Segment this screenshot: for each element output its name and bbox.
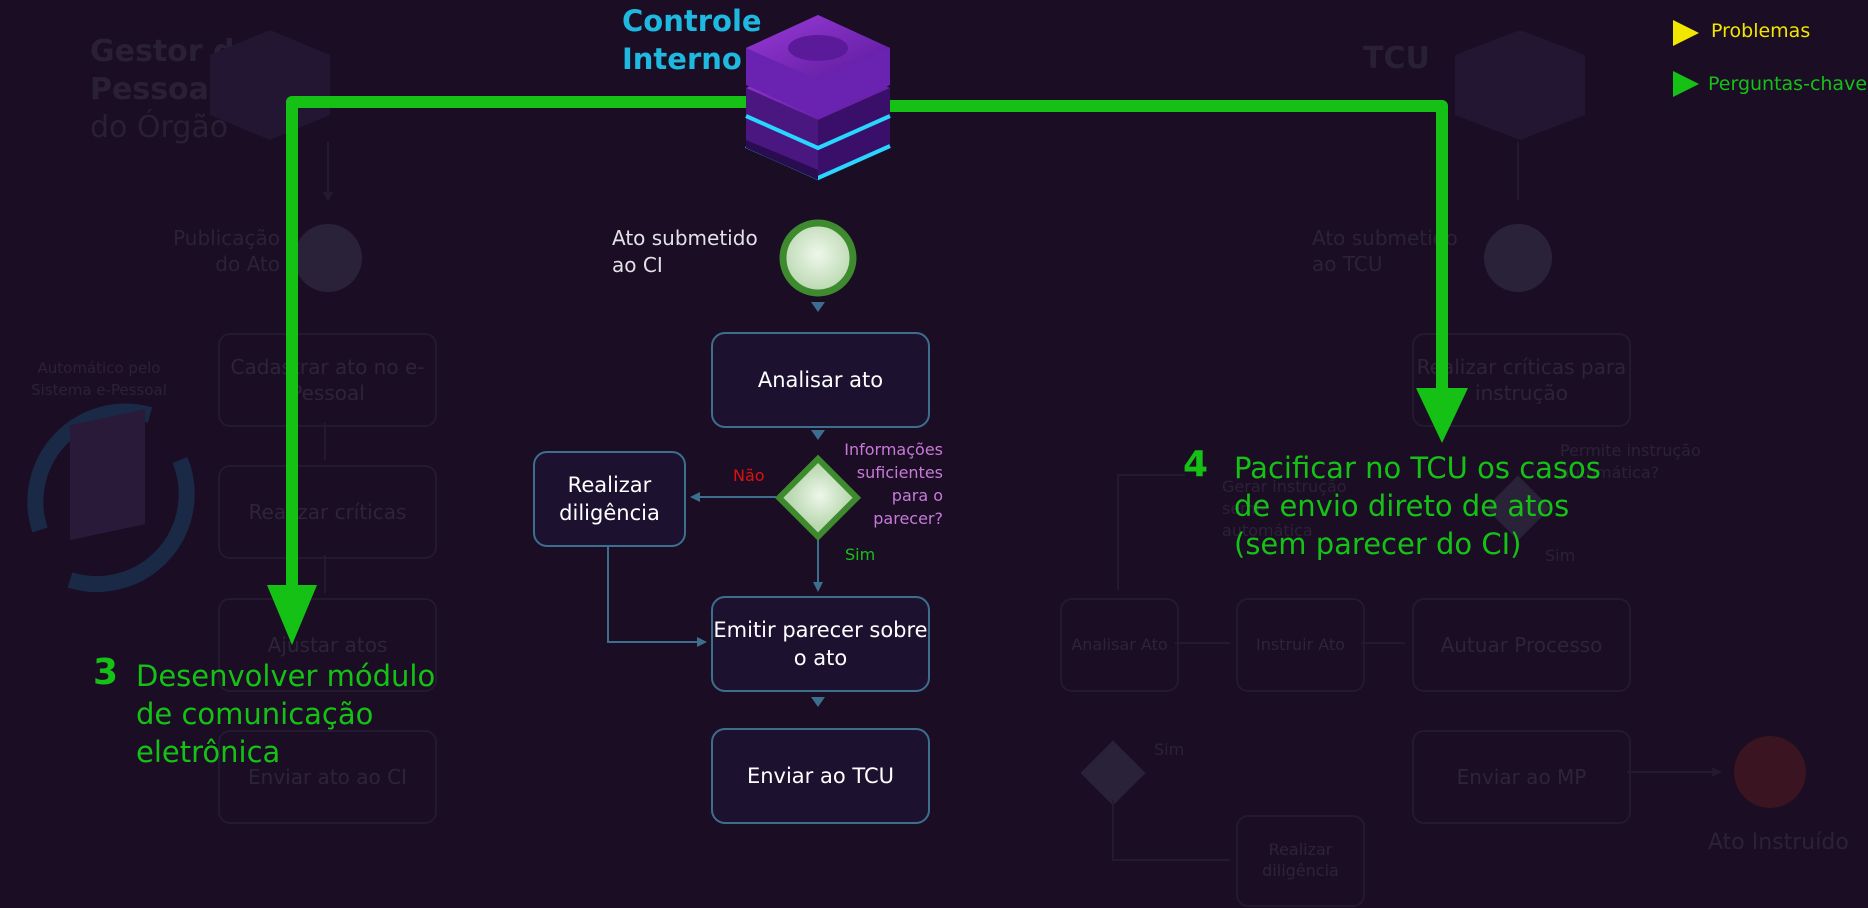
ci-decision-gateway	[774, 454, 862, 541]
gestor-step-4: Enviar ato ao CI	[218, 730, 437, 824]
legend-problem-icon	[1673, 20, 1699, 46]
tcu-start-label: Ato submetido ao TCU	[1312, 226, 1458, 276]
gestor-step-3: Ajustar atos	[218, 598, 437, 692]
tcu-instruct-box: Instruir Ato	[1236, 598, 1365, 692]
controle-interno-cube-icon	[745, 15, 891, 181]
tcu-send-mp-box: Enviar ao MP	[1412, 730, 1631, 824]
tcu-start-event	[1484, 224, 1552, 292]
ci-lane-title: Controle Interno	[622, 2, 762, 78]
ci-start-label: Ato submetido ao CI	[612, 226, 758, 277]
gestor-step-2: Realizar críticas	[218, 465, 437, 559]
yes-branch-label: Sim	[845, 545, 876, 564]
enviar-ao-tcu-node: Enviar ao TCU	[711, 728, 930, 824]
tcu-end-label: Ato Instruído	[1708, 830, 1849, 855]
gestor-title-line2: Pessoal	[90, 72, 220, 107]
ci-title-line2: Interno	[622, 42, 742, 76]
tcu-faded-icon	[1080, 30, 1806, 861]
callout-3-text: Desenvolver módulo de comunicação eletrô…	[136, 659, 436, 769]
gestor-step-1: Cadastrar ato no e-Pessoal	[218, 333, 437, 427]
tcu-yes-label-1: Sim	[1154, 740, 1185, 759]
callout-3-number: 3	[93, 652, 119, 693]
tcu-faded-decision	[1080, 740, 1146, 806]
tcu-question-label: Permite instrução automática?	[1560, 441, 1701, 482]
emitir-parecer-node: Emitir parecer sobre o ato	[711, 596, 930, 692]
tcu-lane-title: TCU	[1363, 41, 1430, 76]
no-branch-label: Não	[733, 466, 765, 485]
gestor-start-label: Publicação do Ato	[173, 226, 280, 276]
key-question-arrows	[267, 96, 1468, 645]
tcu-critique-box: Realizar críticas para instrução	[1412, 333, 1631, 427]
tcu-process-box: Autuar Processo	[1412, 598, 1631, 692]
ci-start-event	[779, 219, 857, 297]
decision-question-label: Informações suficientes para o parecer?	[844, 440, 943, 528]
tcu-diligence-box: Realizar diligência	[1236, 815, 1365, 907]
sync-icon	[27, 403, 195, 592]
gestor-title-line3: do Órgão	[90, 110, 229, 145]
analisar-ato-node: Analisar ato	[711, 332, 930, 428]
gestor-start-event	[294, 224, 362, 292]
tcu-analyze-box: Analisar Ato	[1060, 598, 1179, 692]
tcu-end-event	[1734, 736, 1806, 808]
tcu-gen-auto-label: Gerar instrução semi-automática	[1222, 477, 1347, 540]
gestor-faded-icon	[210, 30, 362, 593]
gestor-auto-label: Automático pelo Sistema e-Pessoal	[31, 359, 167, 399]
ci-title-line1: Controle	[622, 4, 762, 38]
legend-question-icon	[1673, 71, 1699, 97]
realizar-diligencia-node: Realizar diligência	[533, 451, 686, 547]
callout-4-text: Pacificar no TCU os casos de envio diret…	[1234, 451, 1601, 561]
tcu-yes-label-2: Sim	[1545, 546, 1576, 565]
callout-4-number: 4	[1183, 444, 1209, 485]
legend-problems-label: Problemas	[1711, 20, 1811, 42]
legend-key-questions-label: Perguntas-chave	[1708, 73, 1868, 95]
